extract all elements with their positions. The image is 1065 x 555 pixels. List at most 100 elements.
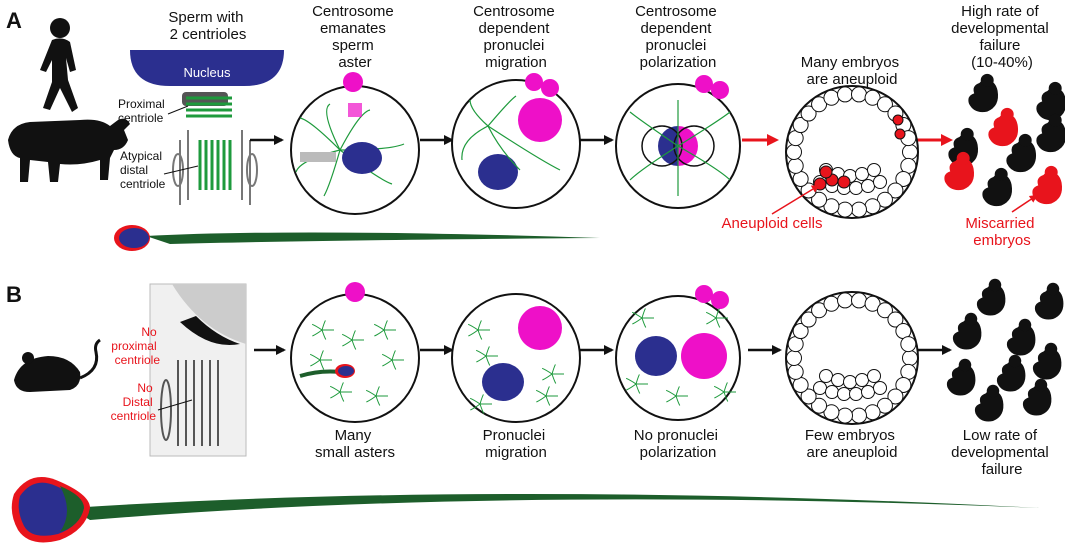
aster-fiber bbox=[351, 330, 356, 341]
blastomere bbox=[787, 157, 804, 174]
fetus-icon bbox=[1006, 318, 1036, 356]
fetus-icon bbox=[1034, 282, 1064, 320]
aster-fiber bbox=[339, 382, 344, 393]
step-a-1-label: Centrosome emanates sperm aster bbox=[312, 3, 398, 71]
aster-fiber bbox=[366, 395, 377, 403]
inner-cell bbox=[855, 373, 869, 387]
aster-fiber bbox=[329, 385, 341, 393]
blastocyst-b: Few embryos are aneuploid bbox=[785, 291, 919, 461]
aster-fiber bbox=[312, 329, 323, 337]
aster-fiber bbox=[635, 383, 641, 394]
step-b-1-label: Many small asters bbox=[315, 427, 395, 461]
walking-human-icon bbox=[40, 18, 78, 112]
blastomere bbox=[864, 89, 881, 106]
aster-fiber bbox=[319, 359, 325, 370]
aster-fiber bbox=[545, 395, 551, 406]
aster-fiber bbox=[551, 364, 556, 375]
aster-fiber bbox=[341, 333, 353, 341]
panel-a-letter: A bbox=[6, 8, 22, 33]
aster-fiber bbox=[311, 323, 323, 331]
aster-fiber bbox=[485, 355, 491, 366]
fetus-icon bbox=[968, 73, 999, 113]
inner-cell bbox=[843, 375, 857, 389]
aster-fiber bbox=[374, 329, 385, 337]
aster-fiber bbox=[475, 349, 487, 357]
aster-fiber bbox=[715, 317, 721, 328]
fetus-icon bbox=[1022, 378, 1052, 416]
sperm-cell-b bbox=[11, 477, 1040, 543]
blastomere bbox=[837, 201, 854, 218]
inner-cell bbox=[825, 385, 839, 399]
aneuploid-cells-marks bbox=[813, 114, 906, 191]
blastomere bbox=[895, 376, 912, 393]
blastomere bbox=[800, 388, 817, 405]
inner-cell bbox=[819, 369, 833, 383]
aster-fiber bbox=[469, 397, 481, 405]
blastomere bbox=[895, 170, 912, 187]
blastomere bbox=[864, 404, 881, 421]
blastomere bbox=[902, 350, 918, 366]
blastomere bbox=[792, 323, 809, 340]
miscarried-embryo-icon bbox=[944, 151, 975, 191]
step-a-5-label: High rate of developmental failure (10-4… bbox=[951, 3, 1053, 71]
blastomere bbox=[850, 292, 867, 309]
aster-fiber bbox=[339, 391, 345, 402]
aster-fiber bbox=[351, 339, 357, 350]
inner-cell bbox=[849, 181, 863, 195]
sperm-title-a: Sperm with 2 centrioles bbox=[168, 9, 247, 43]
aster-fiber bbox=[479, 403, 485, 414]
fetus-icon bbox=[974, 384, 1004, 422]
fetus-icon bbox=[946, 358, 976, 396]
miscarried-embryo-icon bbox=[1032, 165, 1063, 205]
aster-fiber bbox=[373, 323, 385, 331]
blastomere bbox=[837, 407, 854, 424]
fetus-icon bbox=[952, 312, 982, 350]
embryos-b bbox=[946, 278, 1064, 422]
blastomere bbox=[786, 144, 802, 160]
inner-cell bbox=[855, 167, 869, 181]
panel-b-letter: B bbox=[6, 282, 22, 307]
aster-fiber bbox=[391, 350, 396, 361]
aster-fiber bbox=[476, 355, 487, 363]
blastomere bbox=[850, 86, 867, 103]
zygote-b-1: Many small asters bbox=[290, 282, 420, 461]
mouse-icon bbox=[14, 338, 101, 392]
aster-fiber bbox=[375, 386, 380, 397]
blastomere bbox=[837, 86, 854, 103]
aster-fiber bbox=[321, 329, 327, 340]
aster-fiber bbox=[468, 329, 479, 337]
sperm-structure-b: No proximal centriole No Distal centriol… bbox=[111, 283, 247, 457]
blastomere bbox=[823, 89, 840, 106]
blastomere bbox=[837, 292, 854, 309]
aster-fiber bbox=[479, 394, 484, 405]
aster-fiber bbox=[381, 353, 393, 361]
zygote-a-2: Centrosome dependent pronuclei migration bbox=[451, 3, 581, 209]
aster-fiber bbox=[551, 373, 557, 384]
blastomere bbox=[876, 397, 893, 414]
aster-fiber bbox=[477, 320, 482, 331]
step-a-2-label: Centrosome dependent pronuclei migration bbox=[473, 3, 559, 71]
aneuploid-cells-label: Aneuploid cells bbox=[722, 215, 823, 232]
zygote-a-1: Centrosome emanates sperm aster bbox=[290, 3, 420, 215]
step-b-3-label: No pronuclei polarization bbox=[634, 427, 722, 461]
fetus-icon bbox=[1036, 113, 1065, 153]
aster-fiber bbox=[310, 359, 321, 367]
aster-fiber bbox=[723, 382, 728, 393]
fetus-icon bbox=[996, 354, 1026, 392]
aster-fiber bbox=[666, 395, 677, 403]
aster-fiber bbox=[319, 350, 324, 361]
aster-fiber bbox=[723, 391, 729, 402]
aster-fiber bbox=[535, 389, 547, 397]
aster-fiber bbox=[391, 359, 397, 370]
no-distal-label: No Distal centriole bbox=[111, 381, 157, 423]
aster-fiber bbox=[383, 329, 389, 340]
aster-fiber bbox=[665, 389, 677, 397]
inner-cell bbox=[867, 163, 881, 177]
aster-fiber bbox=[375, 395, 381, 406]
blastomere bbox=[876, 191, 893, 208]
miscarried-embryo-icon bbox=[988, 107, 1019, 147]
fetus-icon bbox=[948, 127, 979, 167]
aster-fiber bbox=[321, 320, 326, 331]
aster-fiber bbox=[631, 311, 643, 319]
blastomere bbox=[800, 311, 817, 328]
